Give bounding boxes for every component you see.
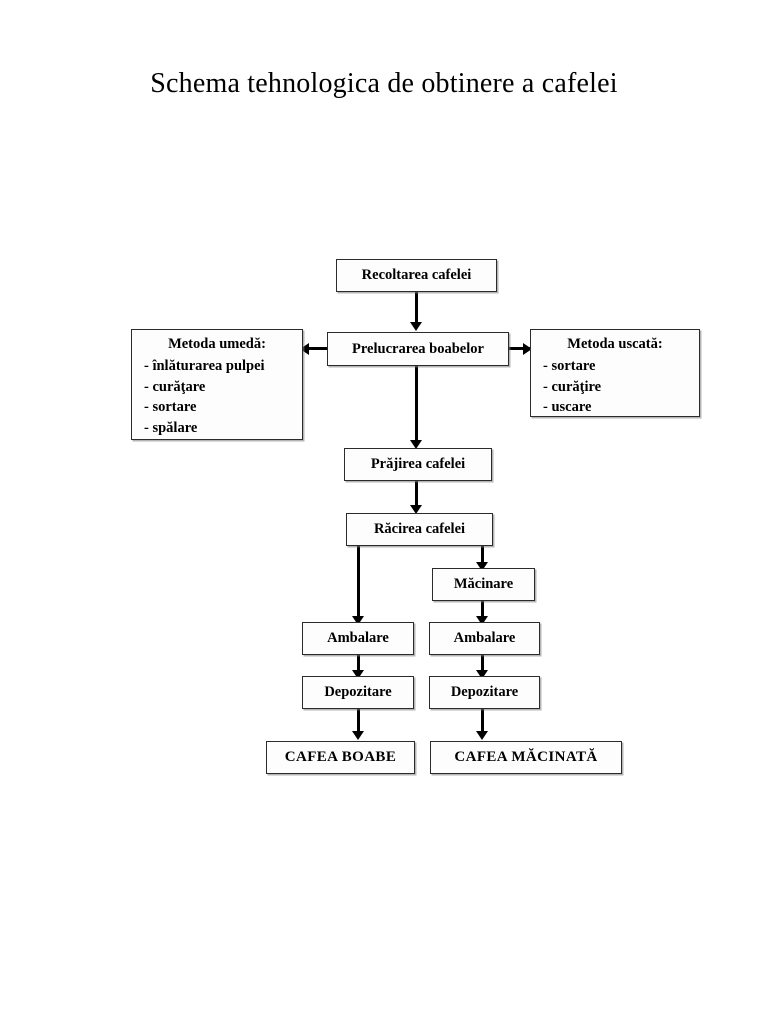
arrowhead-grinding-to-packaging-right (476, 616, 488, 625)
connector-storage-left-to-product-beans (357, 709, 360, 734)
node-macinare[interactable]: Măcinare (432, 568, 535, 601)
node-ambalare-right[interactable]: Ambalare (429, 622, 540, 655)
connector-cooling-to-grinding (481, 546, 484, 565)
node-recoltarea-cafelei[interactable]: Recoltarea cafelei (336, 259, 497, 292)
arrowhead-roasting-to-cooling (410, 505, 422, 514)
connector-processing-to-wet-method (306, 347, 329, 350)
node-ambalare-left[interactable]: Ambalare (302, 622, 414, 655)
connector-processing-to-roasting (415, 366, 418, 442)
connector-processing-to-dry-method (508, 347, 530, 350)
metoda-umeda-header: Metoda umedă: (168, 336, 266, 352)
list-item: - înlăturarea pulpei (144, 358, 265, 374)
connector-grinding-to-packaging-right (481, 600, 484, 620)
arrowhead-processing-to-dry-method (523, 342, 532, 355)
node-prelucrarea-boabelor[interactable]: Prelucrarea boabelor (327, 332, 509, 366)
connector-packaging-right-to-storage-right (481, 655, 484, 675)
list-item: - spălare (144, 419, 198, 436)
node-racirea-cafelei[interactable]: Răcirea cafelei (346, 513, 493, 546)
connector-harvest-to-processing (415, 292, 418, 324)
arrowhead-processing-to-wet-method (300, 342, 309, 355)
metoda-uscata-header: Metoda uscată: (567, 336, 663, 352)
arrowhead-cooling-to-grinding (476, 562, 488, 571)
metoda-umeda-list: - înlăturarea pulpei - curăţare - sortar… (132, 356, 302, 438)
arrowhead-storage-right-to-product-ground (476, 731, 488, 740)
connector-storage-right-to-product-ground (481, 709, 484, 734)
connector-packaging-left-to-storage-left (357, 655, 360, 675)
metoda-uscata-list: - sortare - curăţire - uscare (531, 356, 699, 418)
arrowhead-packaging-right-to-storage-right (476, 670, 488, 679)
connector-roasting-to-cooling (415, 480, 418, 507)
list-item: - uscare (543, 399, 592, 416)
list-item: - curăţire (543, 378, 602, 395)
arrowhead-cooling-to-packaging-left (352, 616, 364, 625)
connector-cooling-to-packaging-left (357, 546, 360, 618)
node-cafea-macinata[interactable]: CAFEA MĂCINATĂ (430, 741, 622, 774)
arrowhead-harvest-to-processing (410, 322, 422, 331)
arrowhead-processing-to-roasting (410, 440, 422, 449)
arrowhead-storage-left-to-product-beans (352, 731, 364, 740)
node-depozitare-left[interactable]: Depozitare (302, 676, 414, 709)
node-depozitare-right[interactable]: Depozitare (429, 676, 540, 709)
node-metoda-uscata[interactable]: Metoda uscată: - sortare - curăţire - us… (530, 329, 700, 417)
page-title: Schema tehnologica de obtinere a cafelei (150, 68, 618, 99)
node-prajirea-cafelei[interactable]: Prăjirea cafelei (344, 448, 492, 481)
list-item: - sortare (543, 358, 596, 374)
node-cafea-boabe[interactable]: CAFEA BOABE (266, 741, 415, 774)
list-item: - sortare (144, 399, 197, 416)
node-metoda-umeda[interactable]: Metoda umedă: - înlăturarea pulpei - cur… (131, 329, 303, 440)
list-item: - curăţare (144, 378, 206, 395)
arrowhead-packaging-left-to-storage-left (352, 670, 364, 679)
